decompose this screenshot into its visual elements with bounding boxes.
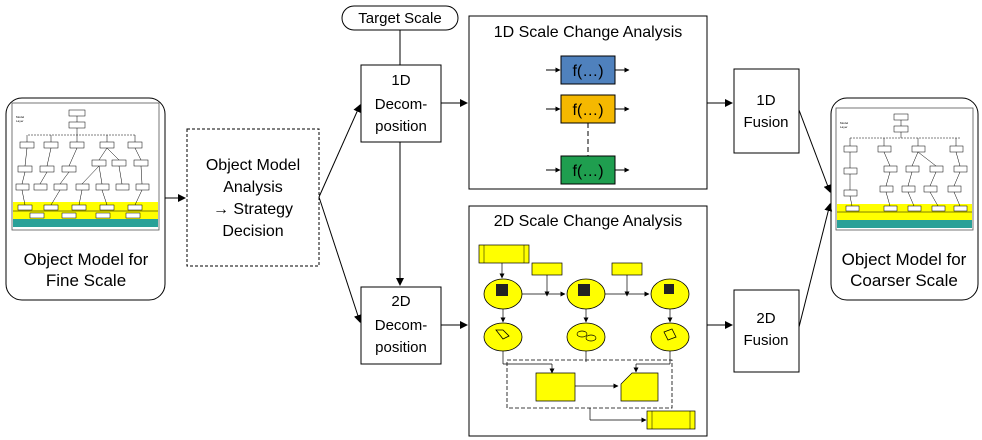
flow-arrows [165,30,833,329]
decomposition-2d-box: 2D Decom- position [360,286,442,365]
analysis-strategy-box: Object Model Analysis → Strategy Decisio… [186,128,320,267]
workflow-2d-miniature [478,244,696,430]
decomp-1d-line1: 1D [391,72,410,89]
fine-scale-model-thumbnail: Model Layer [11,102,160,231]
decomp-2d-line1: 2D [391,293,410,310]
svg-text:Layer: Layer [16,119,24,123]
fusion-2d-line2: Fusion [743,332,788,349]
analysis-label-line3: → Strategy [213,201,293,218]
fusion-2d-line1: 2D [756,310,775,327]
analysis-2d-title: 2D Scale Change Analysis [494,213,683,230]
target-scale-label: Target Scale [358,10,441,27]
function-box-2: f(…) [560,94,616,124]
input-object-model-box: Model Layer [5,97,166,301]
svg-text:Model: Model [840,121,849,125]
function-label-3: f(…) [572,163,603,180]
output-model-label-line2: Coarser Scale [850,271,958,290]
function-label-2: f(…) [572,102,603,119]
function-box-3: f(…) [560,155,616,185]
fusion-2d-box: 2D Fusion [733,289,800,373]
svg-text:Layer: Layer [840,125,848,129]
analysis-label-line1: Object Model [206,157,300,174]
analysis-1d-panel: 1D Scale Change Analysis f(…) f(…) f(…) [468,15,708,190]
analysis-2d-panel: 2D Scale Change Analysis [468,205,708,437]
decomp-2d-line3: position [375,339,427,356]
function-box-1: f(…) [560,55,616,85]
analysis-1d-title: 1D Scale Change Analysis [494,24,683,41]
fusion-1d-line1: 1D [756,92,775,109]
fusion-1d-line2: Fusion [743,114,788,131]
output-object-model-box: Model Layer [830,97,979,301]
decomp-2d-line2: Decom- [375,317,428,334]
coarser-scale-model-thumbnail: Model Layer [835,107,974,231]
output-model-label-line1: Object Model for [842,250,967,269]
fusion-1d-box: 1D Fusion [733,68,800,154]
decomp-1d-line3: position [375,118,427,135]
svg-text:Model: Model [16,115,25,119]
input-model-label-line2: Fine Scale [46,271,126,290]
decomp-1d-line2: Decom- [375,96,428,113]
decomposition-1d-box: 1D Decom- position [360,64,442,143]
analysis-label-line4: Decision [222,223,283,240]
target-scale-pill: Target Scale [341,5,459,31]
analysis-label-line2: Analysis [223,179,283,196]
function-label-1: f(…) [572,63,603,80]
input-model-label-line1: Object Model for [24,250,149,269]
